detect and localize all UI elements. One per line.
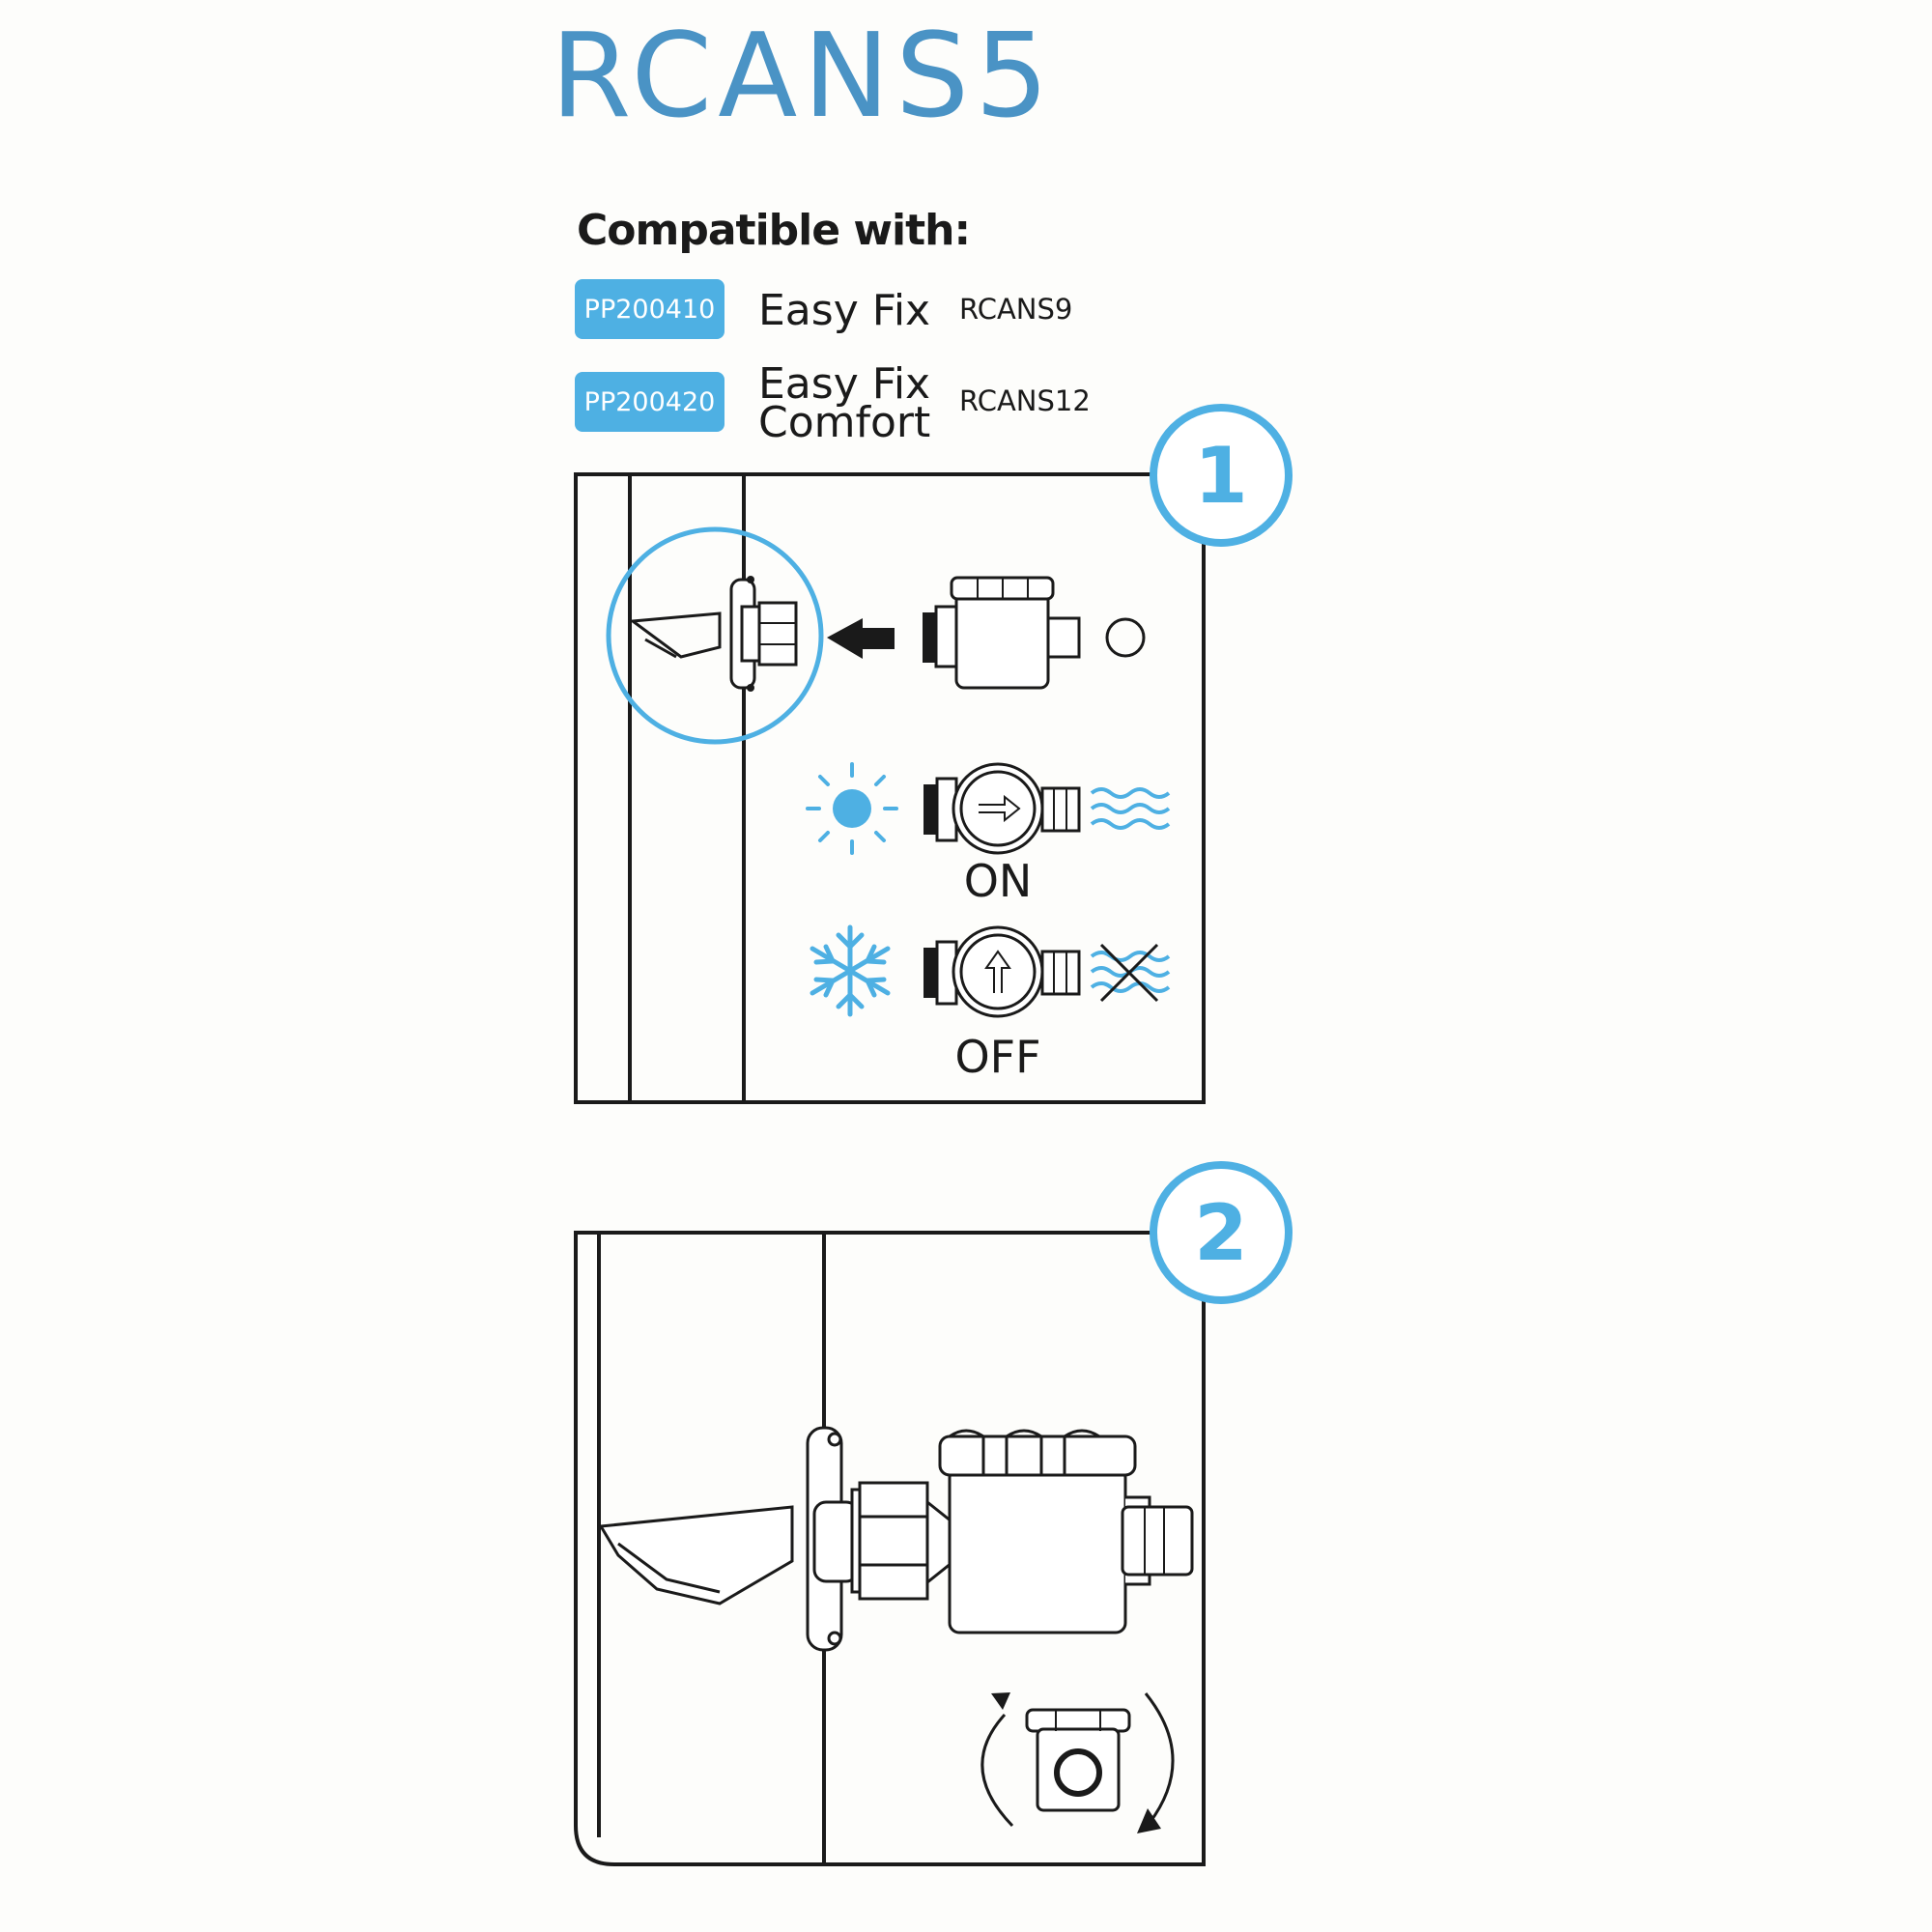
valve-assembly [598,1426,1194,1652]
valve-off-front [923,925,1081,1018]
valve-on-front [923,762,1081,855]
step-2-badge: 2 [1150,1161,1293,1304]
nozzle-zoom-detail [606,526,824,745]
water-waves-icon [1090,787,1171,830]
product-code-badge: PP200410 [575,279,724,339]
product-model: RCANS9 [959,293,1073,326]
step-2-panel [574,1231,1206,1866]
step-1-number: 1 [1194,431,1248,521]
arrow-left-icon [827,618,895,659]
no-water-icon [1090,943,1171,1003]
product-model: RCANS12 [959,384,1091,417]
circle-icon [1105,617,1146,658]
compatible-heading: Compatible with: [577,206,971,255]
snowflake-icon [810,924,891,1017]
sun-icon [806,762,898,855]
rotate-icon [980,1692,1175,1833]
on-label: ON [964,855,1033,907]
page-title: RCANS5 [551,10,1055,144]
step-1-badge: 1 [1150,404,1293,547]
product-name: Easy Fix [758,286,931,335]
product-name: Easy Fix [758,359,931,409]
product-code-badge: PP200420 [575,372,724,432]
step-1-panel: ON [574,472,1206,1104]
step-2-number: 2 [1194,1188,1248,1278]
valve-side-view [923,576,1081,690]
product-name-line2: Comfort [758,398,931,447]
off-label: OFF [954,1031,1040,1083]
